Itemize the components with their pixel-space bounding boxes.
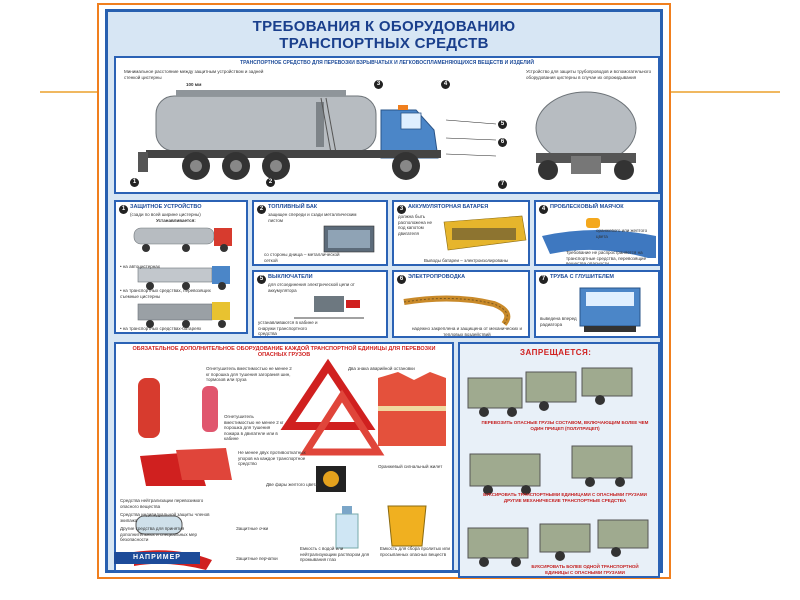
- poster-frame: ТРЕБОВАНИЯ К ОБОРУДОВАНИЮ ТРАНСПОРТНЫХ С…: [105, 9, 663, 578]
- note-extinguisher-small: Огнетушитель вместимостью не менее 2 кг …: [224, 414, 284, 441]
- marker-6: 6: [498, 138, 507, 147]
- poster-title: ТРЕБОВАНИЯ К ОБОРУДОВАНИЮ ТРАНСПОРТНЫХ С…: [108, 18, 660, 52]
- tanker-truck-illustration: [138, 90, 637, 180]
- title-line-2: ТРАНСПОРТНЫХ СРЕДСТВ: [279, 35, 489, 52]
- note-gloves: Защитные перчатки: [236, 556, 278, 561]
- panel-fuel-tank: 2 ТОПЛИВНЫЙ БАК защищен спереди и сзади …: [252, 200, 388, 266]
- panel-battery: 3 АККУМУЛЯТОРНАЯ БАТАРЕЯ должна быть рас…: [392, 200, 530, 266]
- panel-3-number: 3: [397, 205, 406, 214]
- panel-5-number: 5: [257, 275, 266, 284]
- panel-2-heading: ТОПЛИВНЫЙ БАК: [268, 204, 318, 210]
- panel-forbidden: ЗАПРЕЩАЕТСЯ: ПЕРЕВОЗИТЬ ОПАСНЫЕ ГРУЗЫ СО…: [458, 342, 660, 578]
- trucks-protective-illustration: [133, 227, 232, 328]
- forbidden-heading: ЗАПРЕЩАЕТСЯ:: [520, 348, 592, 357]
- panel-1-sub2: Устанавливается:: [156, 217, 196, 223]
- safety-poster: ТРЕБОВАНИЯ К ОБОРУДОВАНИЮ ТРАНСПОРТНЫХ С…: [97, 3, 671, 579]
- note-other-measures: Другие средства для принятия дополнитель…: [120, 526, 197, 542]
- rear-protection-note: Устройство для защиты трубопроводов и вс…: [526, 69, 652, 80]
- panel-5-note: устанавливаются в кабине и снаружи транс…: [258, 320, 318, 336]
- panel-7-note: выведена вперед радиатора: [540, 316, 577, 327]
- forbidden-trucks-illustration: [467, 367, 649, 567]
- panel-4-sub: оранжевого или желтого цвета: [596, 228, 648, 239]
- panel-1-heading: ЗАЩИТНОЕ УСТРОЙСТВО: [130, 204, 202, 210]
- panel-5-sub: для отсоединения электрической цепи от а…: [268, 282, 355, 293]
- battery-illustration: [443, 215, 527, 251]
- panel-6-number: 6: [397, 275, 406, 284]
- panel-4-note: Требование не распространяется на трансп…: [566, 250, 647, 266]
- panel-2-note: со стороны днища – металлической сеткой: [264, 252, 340, 263]
- panel-5-heading: ВЫКЛЮЧАТЕЛИ: [268, 274, 313, 280]
- switch-illustration: [294, 296, 364, 319]
- beacon-illustration: [542, 218, 656, 258]
- title-line-1: ТРЕБОВАНИЯ К ОБОРУДОВАНИЮ: [252, 18, 516, 35]
- marker-1: 1: [130, 178, 139, 187]
- forbidden-item-2: БУКСИРОВАТЬ ТРАНСПОРТНЫМИ ЕДИНИЦАМИ С ОП…: [483, 492, 647, 503]
- panel-3-sub: должна быть расположена не под капотом д…: [398, 214, 432, 236]
- note-wheel-chocks: Не менее двух противооткатных упоров на …: [238, 450, 306, 466]
- panel-exhaust: 7 ТРУБА С ГЛУШИТЕЛЕМ выведена вперед рад…: [534, 270, 660, 338]
- forbidden-item-3: БУКСИРОВАТЬ БОЛЕЕ ОДНОЙ ТРАНСПОРТНОЙ ЕДИ…: [531, 564, 639, 575]
- marker-5: 5: [498, 120, 507, 129]
- marker-4: 4: [441, 80, 450, 89]
- panel-switches: 5 ВЫКЛЮЧАТЕЛИ для отсоединения электриче…: [252, 270, 388, 338]
- panel-1-number: 1: [119, 205, 128, 214]
- marker-2: 2: [266, 178, 275, 187]
- panel-2-sub: защищен спереди и сзади металлическим ли…: [268, 212, 357, 223]
- panel-7-heading: ТРУБА С ГЛУШИТЕЛЕМ: [550, 274, 614, 280]
- distance-value: 100 мм: [186, 82, 202, 87]
- panel-4-number: 4: [539, 205, 548, 214]
- panel-3-heading: АККУМУЛЯТОРНАЯ БАТАРЕЯ: [408, 204, 489, 210]
- panel-1-item-1: • на автоцистернах: [120, 264, 160, 269]
- marker-7: 7: [498, 180, 507, 189]
- fuel-tank-illustration: [323, 225, 375, 253]
- note-extinguisher-large: Огнетушитель вместимостью не менее 2 кг …: [206, 366, 292, 382]
- panel-4-heading: ПРОБЛЕСКОВЫЙ МАЯЧОК: [550, 204, 624, 210]
- forbidden-item-1: ПЕРЕВОЗИТЬ ОПАСНЫЕ ГРУЗЫ СОСТАВОМ, ВКЛЮЧ…: [481, 420, 649, 431]
- panel-6-heading: ЭЛЕКТРОПРОВОДКА: [408, 274, 466, 280]
- panel-6-note: надежно закреплена и защищена от механич…: [411, 326, 523, 337]
- panel-beacon: 4 ПРОБЛЕСКОВЫЙ МАЯЧОК оранжевого или жел…: [534, 200, 660, 266]
- panel-2-number: 2: [257, 205, 266, 214]
- marker-3: 3: [374, 80, 383, 89]
- note-spill-container: Емкость для сбора пролитых или просыпанн…: [380, 546, 450, 557]
- panel-1-sub: (сзади по всей ширине цистерны): [130, 212, 201, 217]
- panel-1-item-2: • на транспортных средствах, перевозящих…: [120, 288, 211, 299]
- tanker-panel: ТРАНСПОРТНОЕ СРЕДСТВО ДЛЯ ПЕРЕВОЗКИ ВЗРЫ…: [114, 56, 660, 194]
- panel-mandatory-equipment: ОБЯЗАТЕЛЬНОЕ ДОПОЛНИТЕЛЬНОЕ ОБОРУДОВАНИЕ…: [114, 342, 454, 572]
- panel-7-number: 7: [539, 275, 548, 284]
- tanker-panel-heading: ТРАНСПОРТНОЕ СРЕДСТВО ДЛЯ ПЕРЕВОЗКИ ВЗРЫ…: [240, 60, 534, 66]
- note-warning-triangles: Два знака аварийной остановки: [348, 366, 415, 371]
- panel-1-item-3: • на транспортных средствах-батареях: [120, 326, 202, 331]
- note-neutralizers: Средства нейтрализации перевозимого опас…: [120, 498, 204, 509]
- note-goggles: Защитные очки: [236, 526, 269, 531]
- wiring-illustration: [403, 295, 511, 326]
- note-orange-vest: Оранжевый сигнальный жилет: [378, 464, 443, 469]
- note-yellow-lamps: Две фары желтого цвета: [266, 482, 318, 487]
- mandatory-heading: ОБЯЗАТЕЛЬНОЕ ДОПОЛНИТЕЛЬНОЕ ОБОРУДОВАНИЕ…: [132, 346, 436, 358]
- footer-example-tag: НАПРИМЕР: [114, 552, 200, 564]
- distance-note: Минимальное расстояние между защитным ус…: [124, 69, 264, 80]
- exhaust-truck-illustration: [579, 287, 641, 332]
- note-eyewash: Емкость с водой или нейтрализующим раств…: [300, 546, 370, 562]
- note-personal-protection: Средства индивидуальной защиты членов эк…: [120, 512, 210, 523]
- panel-wiring: 6 ЭЛЕКТРОПРОВОДКА надежно закреплена и з…: [392, 270, 530, 338]
- panel-protective-device: 1 ЗАЩИТНОЕ УСТРОЙСТВО (сзади по всей шир…: [114, 200, 248, 334]
- panel-3-note: Выводы батареи – электроизолированы: [424, 258, 509, 263]
